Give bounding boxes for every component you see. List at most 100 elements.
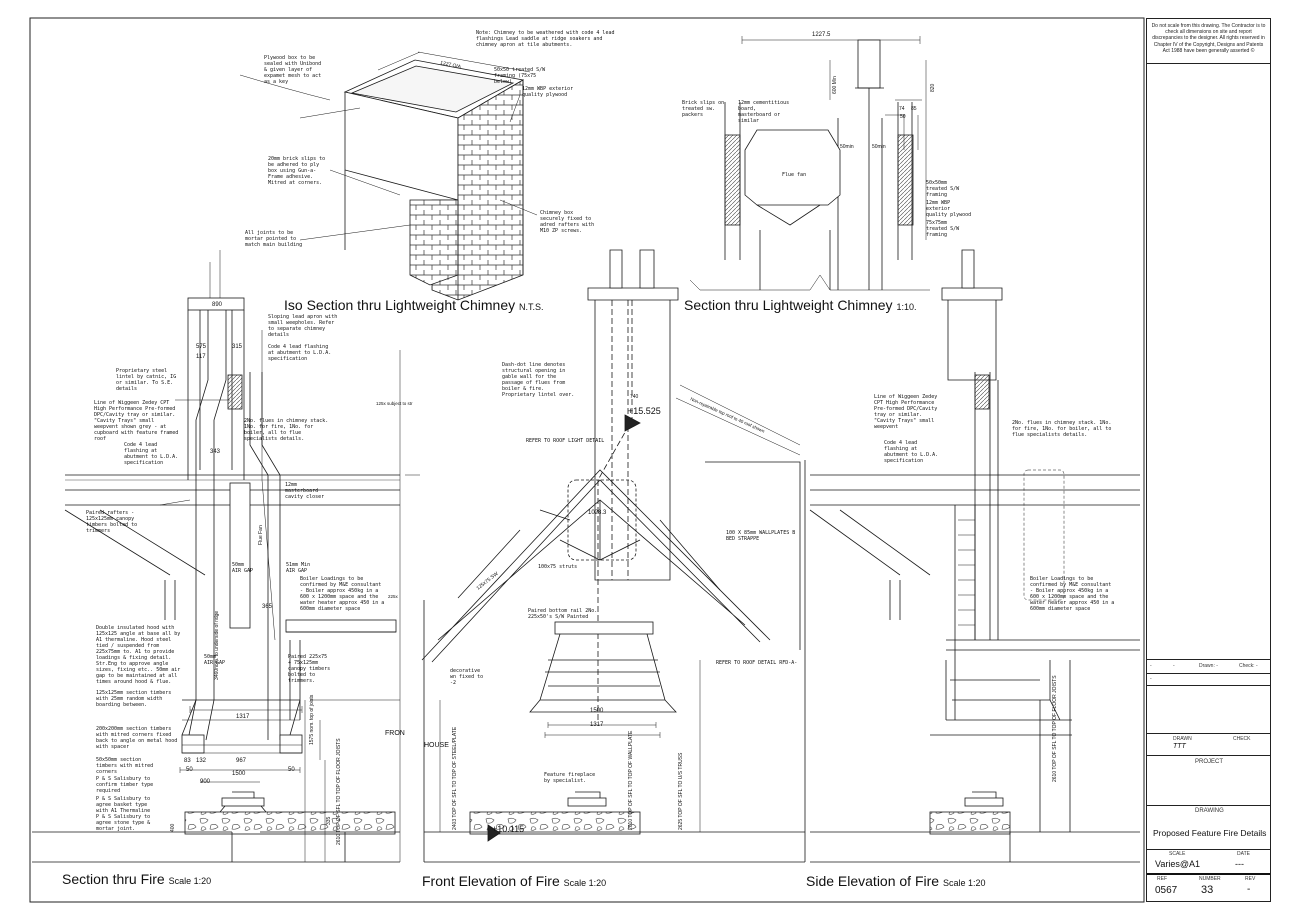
note-sec-75: 75x75mm treated S/W framing — [926, 220, 960, 238]
ref-value: 0567 — [1155, 885, 1178, 896]
scale-date-row: SCALE DATE Varies@A1 --- — [1147, 849, 1270, 873]
dim-fire-3460: 3460nom. to underside of ridge — [214, 611, 220, 680]
note-iso-plywood: Plywood box to be sealed with Unibond & … — [264, 55, 322, 85]
date-value: --- — [1235, 859, 1244, 869]
dim-sec-74: 74 — [899, 106, 905, 112]
note-fire-paired: Paired rafters - 125x125mm canopy timber… — [86, 510, 138, 534]
drawn-value: TTT — [1173, 743, 1186, 750]
dim-fire-890: 890 — [212, 302, 223, 308]
dim-front-740: 740 — [630, 394, 639, 400]
disclaimer: Do not scale from this drawing. The Cont… — [1151, 23, 1266, 54]
number-label: NUMBER — [1199, 876, 1221, 882]
note-front-feature: Feature fireplace by specialist. — [544, 772, 596, 784]
dim-fire-1317: 1317 — [236, 714, 250, 720]
dim-sec-85: 85 — [911, 106, 917, 112]
note-fire-50: 50x50mm section timbers with mitred corn… — [96, 757, 154, 775]
note-fire-flues: 2No. flues in chimney stack. 1No. for fi… — [244, 418, 329, 442]
note-iso-framing: 50x50 treated S/W framing (75x75 below) — [494, 67, 546, 85]
note-fire-masterboard: 12mm masterboard cavity closer — [285, 482, 325, 500]
dim-iso-width: 1227 O/A — [440, 60, 463, 70]
revision-foot: - — [1147, 673, 1270, 685]
rev-c1: - — [1150, 663, 1152, 669]
note-side-dpc: Line of Wiggeen Zedey CPT High Performan… — [874, 394, 938, 430]
fire-section-drawing — [32, 250, 420, 863]
note-fire-airgap2: 51mm Min AIR GAP — [286, 562, 311, 574]
ref-label: REF — [1157, 876, 1167, 882]
note-fire-boiler: Boiler Loadings to be confirmed by M&E c… — [300, 576, 385, 612]
note-side-boiler: Boiler Loadings to be confirmed by M&E c… — [1030, 576, 1115, 612]
rev-label: REV — [1245, 876, 1256, 882]
date-label: DATE — [1237, 851, 1250, 857]
dim-fire-117: 117 — [196, 354, 206, 360]
note-fire-200: 200x200mm section timbers with mitred co… — [96, 726, 178, 750]
note-fire-code4b: Code 4 lead flashing at abutment to L.D.… — [124, 442, 179, 466]
note-front-struts: 100x75 struts — [538, 564, 578, 570]
dim-sec-50: 50 — [900, 114, 906, 120]
dim-fire-2610: 2610 TOP OF SFL TO TOP OF FLOOR JOISTS — [336, 738, 342, 845]
dim-sec-50min2: 50min — [872, 144, 886, 150]
dim-fire-315: 315 — [232, 344, 243, 350]
note-fire-code4: Code 4 lead flashing at abutment to L.D.… — [268, 344, 332, 362]
front-elevation-drawing — [421, 249, 806, 863]
label-front-roofpitch: Non-repairable top roof to 40 roof shown — [690, 396, 766, 434]
note-side-code4: Code 4 lead flashing at abutment to L.D.… — [884, 440, 939, 464]
note-front-tie: Paired bottom rail 2No. 225x50's S/W Pai… — [528, 608, 598, 620]
dim-fire-343: 343 — [210, 449, 221, 455]
note-fire-lintel: Proprietary steel lintel by catnic, IG o… — [116, 368, 177, 392]
dim-front-2625: 2625 TOP OF SFL TO U/S TRUSS — [678, 752, 684, 830]
project-row: PROJECT — [1147, 755, 1270, 805]
note-fire-dpc: Line of Wiggeen Zedey CPT High Performan… — [94, 400, 179, 442]
note-front-refer2: REFER TO ROOF DETAIL RFD-A- — [716, 660, 798, 666]
note-fire-paired2: Paired 225x75 + 75x125mm canopy timbers … — [288, 654, 331, 684]
note-front-dash: Dash-dot line denotes structural opening… — [502, 362, 575, 398]
note-iso-brickslips: 20mm brick slips to be adhered to ply bo… — [268, 156, 326, 186]
dim-fire-50b: 50 — [288, 767, 295, 773]
rev-foot: - — [1150, 676, 1152, 682]
note-fire-ps1: P & S Salisbury to confirm timber type r… — [96, 776, 154, 794]
drawn-label: DRAWN — [1173, 736, 1192, 742]
title-block-notes-area — [1147, 63, 1270, 659]
label-fire-225: 225x — [388, 594, 399, 599]
titles: Iso Section thru Lightweight Chimney N.T… — [62, 297, 986, 889]
dim-fire-365: 365 — [262, 604, 273, 610]
dim-fire-83: 83 — [184, 758, 191, 764]
dim-front-1500: 1500 — [590, 708, 604, 714]
logo-area — [1147, 685, 1270, 733]
note-side-flues: 2No. flues in chimney stack. 1No. for fi… — [1012, 420, 1112, 438]
dim-sec-600: 600 Min — [832, 76, 838, 94]
note-iso-joints: All joints to be mortar pointed to match… — [245, 230, 303, 248]
rev-c2: - — [1173, 663, 1175, 669]
dim-front-2403: 2403 TOP OF SFL TO TOP OF STEEL/PLATE — [452, 726, 458, 830]
note-fire-hood: Double insulated hood with 125x125 angle… — [96, 625, 181, 685]
label-front-house: HOUSE — [424, 742, 449, 749]
dim-fire-flue: Flue Fan — [258, 525, 264, 545]
ref-number-row: REF NUMBER REV 0567 33 - — [1147, 873, 1270, 901]
dim-fire-967: 967 — [236, 758, 247, 764]
dim-front-2610: 2610 TOP OF SFL TO TOP OF WALLPLATE — [628, 730, 634, 830]
fire-section-title: Section thru Fire Scale 1:20 — [62, 871, 211, 887]
dim-fire-50a: 50 — [186, 767, 193, 773]
note-front-refer: REFER TO ROOF LIGHT DETAIL — [526, 438, 605, 444]
rev-check: Check: - — [1239, 663, 1258, 669]
rev-drawn: Drawn: - — [1199, 663, 1218, 669]
note-sec-cement: 12mm cementitious board, masterboard or … — [738, 100, 790, 124]
sheet-border — [29, 17, 1145, 903]
drawn-check-row: DRAWN CHECK TTT — [1147, 733, 1270, 755]
note-front-decor: decorative wn fixed to -2 — [450, 668, 484, 686]
label-fire-125e: 125x subject to str — [376, 401, 413, 406]
dim-sec-50min: 50min — [840, 144, 854, 150]
dim-sec-820: 820 — [930, 83, 936, 92]
level-floor: +10.115 — [492, 824, 524, 834]
front-elevation-title: Front Elevation of Fire Scale 1:20 — [422, 873, 606, 889]
section-chimney-drawing — [689, 36, 930, 291]
level-top: +15.525 — [628, 406, 661, 416]
note-fire-airgap-b: 50mm AIR GAP — [204, 654, 226, 666]
note-fire-125: 125x125mm section timbers with 25mm rand… — [96, 690, 172, 708]
note-iso-ply: 12mm WBP exterior quality plywood — [522, 86, 574, 98]
dim-fire-400: 400 — [170, 823, 176, 832]
check-label: CHECK — [1233, 736, 1251, 742]
note-sec-ply: 12mm WBP exterior quality plywood — [926, 200, 972, 218]
rev-value: - — [1247, 884, 1251, 895]
dim-front-1317: 1317 — [590, 722, 604, 728]
